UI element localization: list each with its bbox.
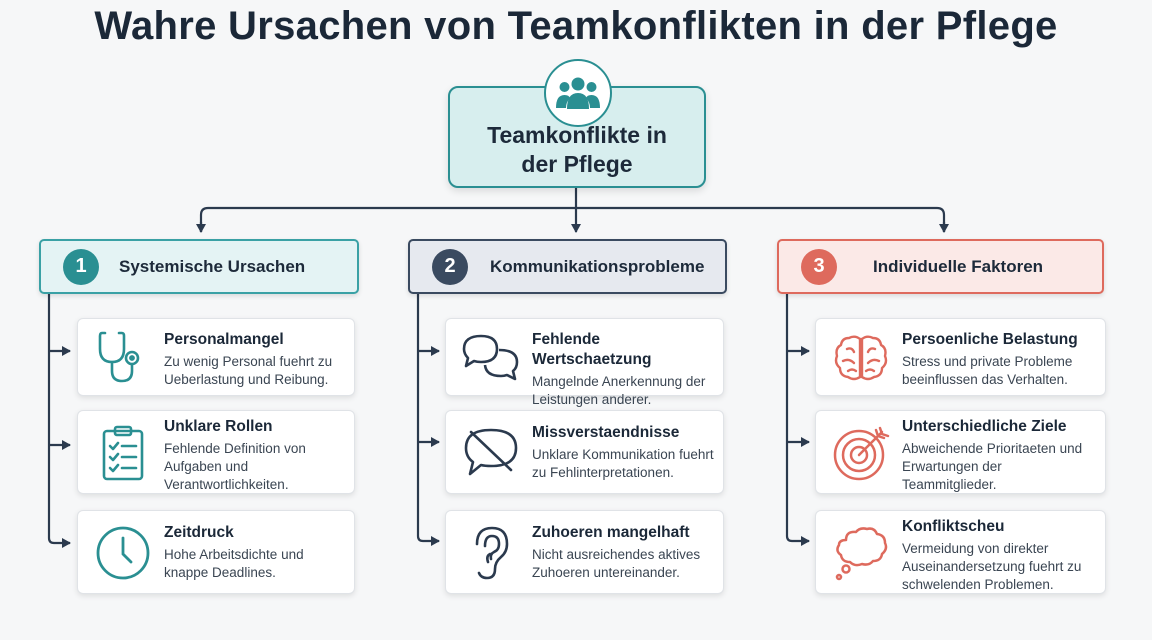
card-description: Stress und private Probleme beeinflussen…	[902, 354, 1073, 387]
card-description: Zu wenig Personal fuehrt zu Ueberlastung…	[164, 354, 333, 387]
card-description: Fehlende Definition von Aufgaben und Ver…	[164, 441, 306, 492]
page-title: Wahre Ursachen von Teamkonflikten in der…	[94, 4, 1058, 48]
category-label: Kommunikationsprobleme	[490, 256, 705, 276]
card-description: Nicht ausreichendes aktives Zuhoeren unt…	[532, 547, 701, 580]
category-systemische-ursachen: 1 Systemische Ursachen	[39, 239, 359, 294]
card-description: Hohe Arbeitsdichte und knappe Deadlines.	[164, 547, 304, 580]
category-kommunikationsprobleme: 2 Kommunikationsprobleme	[408, 239, 727, 294]
category-number: 3	[801, 248, 837, 285]
team-icon	[544, 59, 612, 127]
card-description: Unklare Kommunikation fuehrt zu Fehlinte…	[532, 447, 714, 480]
card-title: Unklare Rollen	[164, 418, 273, 435]
card-description: Mangelnde Anerkennung der Leistungen and…	[532, 374, 706, 407]
cause-card-unterschiedliche-ziele: Unterschiedliche Ziele Abweichende Prior…	[815, 410, 1106, 494]
clipboard-checklist-icon	[88, 417, 158, 489]
card-title: Missverstaendnisse	[532, 424, 680, 441]
category-label: Systemische Ursachen	[119, 256, 306, 276]
cause-card-personalmangel: Personalmangel Zu wenig Personal fuehrt …	[77, 318, 355, 396]
speech-bubbles-icon	[456, 323, 526, 393]
card-description: Vermeidung von direkter Auseinandersetzu…	[902, 541, 1082, 592]
cause-card-fehlende-wertschaetzung: Fehlende Wertschaetzung Mangelnde Anerke…	[445, 318, 724, 407]
category-individuelle-faktoren: 3 Individuelle Faktoren	[777, 239, 1104, 294]
cause-card-konfliktscheu: Konfliktscheu Vermeidung von direkter Au…	[815, 510, 1106, 594]
cause-card-persoenliche-belastung: Persoenliche Belastung Stress und privat…	[815, 318, 1106, 396]
card-title: Fehlende Wertschaetzung	[532, 331, 652, 368]
card-title: Konfliktscheu	[902, 518, 1005, 535]
card-title: Zuhoeren mangelhaft	[532, 524, 690, 541]
card-title: Personalmangel	[164, 331, 284, 348]
card-title: Unterschiedliche Ziele	[902, 418, 1067, 435]
thought-bubble-icon	[826, 517, 896, 589]
cause-card-missverstaendnisse: Missverstaendnisse Unklare Kommunikation…	[445, 410, 724, 494]
cause-card-zuhoeren-mangelhaft: Zuhoeren mangelhaft Nicht ausreichendes …	[445, 510, 724, 594]
card-description: Abweichende Prioritaeten und Erwartungen…	[902, 441, 1083, 492]
center-label: Teamkonflikte in der Pflege	[487, 122, 667, 177]
clock-icon	[88, 517, 158, 589]
category-number: 2	[432, 248, 468, 285]
center-node: Teamkonflikte in der Pflege	[448, 86, 706, 188]
cause-card-zeitdruck: Zeitdruck Hohe Arbeitsdichte und knappe …	[77, 510, 355, 594]
cause-card-unklare-rollen: Unklare Rollen Fehlende Definition von A…	[77, 410, 355, 494]
category-label: Individuelle Faktoren	[873, 256, 1044, 276]
stethoscope-icon	[88, 323, 158, 393]
category-number: 1	[63, 248, 99, 285]
crossed-speech-bubble-icon	[456, 417, 526, 489]
target-icon	[826, 417, 896, 489]
ear-icon	[456, 517, 526, 589]
card-title: Persoenliche Belastung	[902, 331, 1078, 348]
card-title: Zeitdruck	[164, 524, 234, 541]
brain-icon	[826, 323, 896, 393]
